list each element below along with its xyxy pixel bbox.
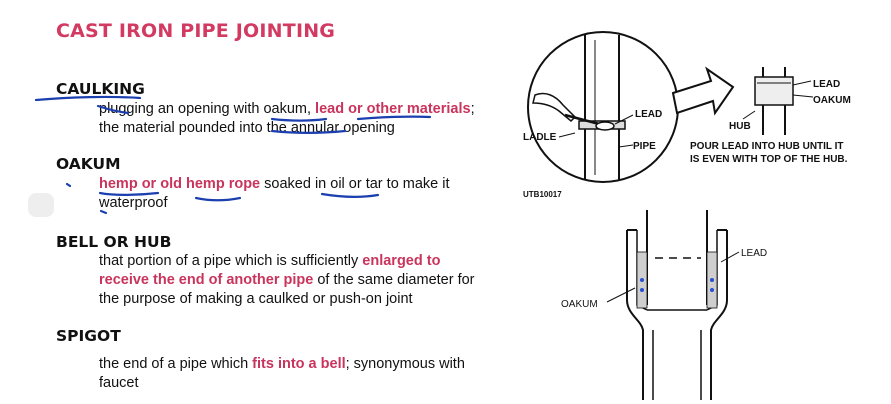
label-lead-hub: LEAD <box>813 79 840 90</box>
figure-joint-cross-section: LEAD OAKUM <box>561 210 767 400</box>
background-smudge <box>28 193 54 217</box>
term-oakum: OAKUM <box>56 155 121 173</box>
label-pipe: PIPE <box>633 141 656 152</box>
page-title: CAST IRON PIPE JOINTING <box>56 20 336 42</box>
label-lead-joint: LEAD <box>741 248 767 259</box>
figure-pouring-lead: LEAD LADLE PIPE UTB10017 LEAD OAKUM HUB … <box>523 31 851 199</box>
right-arrow-icon <box>671 66 735 116</box>
definition-oakum: hemp or old hemp rope soaked in oil or t… <box>99 176 450 211</box>
label-oakum-hub: OAKUM <box>813 95 851 106</box>
term-spigot: SPIGOT <box>56 327 121 345</box>
definition-bell-or-hub: that portion of a pipe which is sufficie… <box>99 253 475 307</box>
definition-caulking: plugging an opening with oakum, lead or … <box>99 101 475 136</box>
term-bell-or-hub: BELL OR HUB <box>56 233 172 251</box>
ladle-handle <box>564 113 604 127</box>
definition-spigot: the end of a pipe which fits into a bell… <box>99 356 465 391</box>
caption-line-2: IS EVEN WITH TOP OF THE HUB. <box>690 154 848 165</box>
label-hub: HUB <box>729 121 751 132</box>
term-caulking: CAULKING <box>56 80 145 98</box>
caption-line-1: POUR LEAD INTO HUB UNTIL IT <box>690 141 844 152</box>
label-oakum-joint: OAKUM <box>561 299 598 310</box>
figure-code: UTB10017 <box>523 190 562 199</box>
label-lead: LEAD <box>635 109 662 120</box>
bullet-tick <box>65 182 72 188</box>
hand-shape <box>532 92 577 123</box>
label-ladle: LADLE <box>523 132 557 143</box>
